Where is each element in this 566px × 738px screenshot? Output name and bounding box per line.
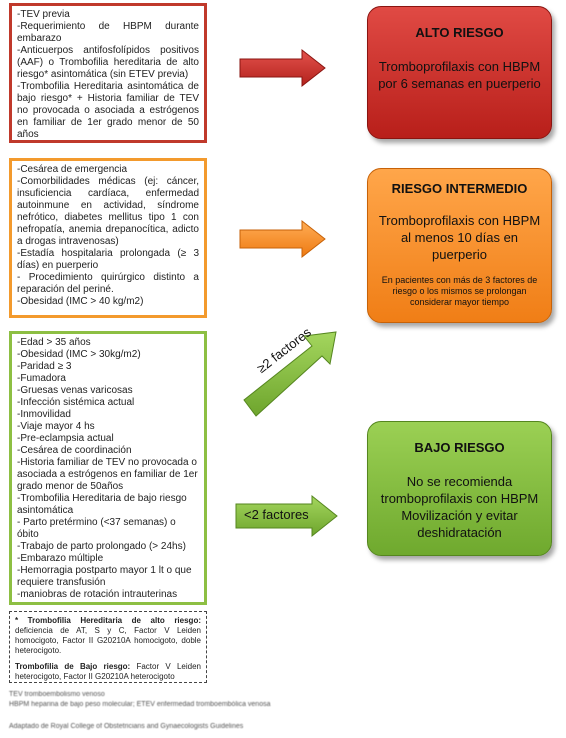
criteria-item: -Comorbilidades médicas (ej: cáncer, ins… <box>17 176 199 247</box>
thrombophilia-footnote-box: * Trombofilia Hereditaria de alto riesgo… <box>9 611 207 683</box>
factor-item: -Obesidad (IMC > 30kg/m2) <box>17 349 141 360</box>
footer-abbrev-1: TEV tromboembolismo venoso <box>9 691 105 698</box>
factor-item: -Hemorragia postparto mayor 1 lt o que r… <box>17 565 192 588</box>
footer-source: Adaptado de Royal College of Obstetricia… <box>9 723 244 730</box>
factor-item: -Gruesas venas varicosas <box>17 385 133 396</box>
criteria-item: -Trombofilia Hereditaria asintomática de… <box>17 81 199 140</box>
high-risk-recommendation: Tromboprofilaxis con HBPM por 6 semanas … <box>378 59 541 91</box>
high-risk-title: ALTO RIESGO <box>415 25 504 40</box>
arrow-high <box>239 48 326 88</box>
factor-item: -Cesárea de coordinación <box>17 445 132 456</box>
intermediate-risk-title: RIESGO INTERMEDIO <box>391 181 528 196</box>
intermediate-risk-note: En pacientes con más de 3 factores de ri… <box>381 275 538 307</box>
low-risk-factors-box: -Edad > 35 años -Obesidad (IMC > 30kg/m2… <box>9 331 207 605</box>
high-thrombophilia-note: * Trombofilia Hereditaria de alto riesgo… <box>15 616 201 656</box>
factor-item: -maniobras de rotación intrauterinas <box>17 589 178 600</box>
arrow-lt2-factors <box>235 494 338 538</box>
criteria-item: -Cesárea de emergencia <box>17 164 128 175</box>
factor-item: -Paridad ≥ 3 <box>17 361 72 372</box>
note-label: * Trombofilia Hereditaria de alto riesgo… <box>15 616 201 625</box>
factor-item: -Viaje mayor 4 hs <box>17 421 95 432</box>
note-label: Trombofilia de Bajo riesgo: <box>15 662 131 671</box>
note-text: Factor V Leiden heterocigoto, Factor II … <box>15 662 202 681</box>
intermediate-risk-criteria-box: -Cesárea de emergencia -Comorbilidades m… <box>9 158 207 318</box>
high-risk-box: ALTO RIESGO Tromboprofilaxis con HBPM po… <box>367 6 552 139</box>
lt2-factors-label: <2 factores <box>244 507 309 522</box>
low-risk-recommendation: No se recomienda tromboprofilaxis con HB… <box>380 474 539 540</box>
factor-item: -Embarazo múltiple <box>17 553 104 564</box>
factor-item: -Fumadora <box>17 373 66 384</box>
low-risk-title: BAJO RIESGO <box>414 440 505 455</box>
low-thrombophilia-note: Trombofilia de Bajo riesgo: Factor V Lei… <box>15 662 201 682</box>
note-text: deficiencia de AT, S y C, Factor V Leide… <box>15 626 201 655</box>
footer-abbrev-2: HBPM heparina de bajo peso molecular; ET… <box>9 701 271 708</box>
criteria-item: -Estadía hospitalaria prolongada (≥ 3 dí… <box>17 248 199 271</box>
factor-item: -Inmovilidad <box>17 409 71 420</box>
criteria-item: -TEV previa <box>17 9 70 20</box>
factor-item: -Infección sistémica actual <box>17 397 135 408</box>
factor-item: -Historia familiar de TEV no provocada o… <box>17 457 198 492</box>
criteria-item: -Obesidad (IMC > 40 kg/m2) <box>17 296 144 307</box>
criteria-item: -Anticuerpos antifosfolípidos positivos … <box>17 45 199 80</box>
factor-item: -Trabajo de parto prolongado (> 24hs) <box>17 541 186 552</box>
factor-item: - Parto pretérmino (<37 semanas) o óbito <box>17 517 176 540</box>
arrow-ge2-factors <box>243 331 337 417</box>
arrow-intermediate <box>239 219 326 259</box>
factor-item: -Trombofilia Hereditaria de bajo riesgo … <box>17 493 187 516</box>
low-risk-box: BAJO RIESGO No se recomienda tromboprofi… <box>367 421 552 556</box>
criteria-item: - Procedimiento quirúrgico distinto a re… <box>17 272 199 295</box>
factor-item: -Pre-eclampsia actual <box>17 433 114 444</box>
factor-item: -Edad > 35 años <box>17 337 91 348</box>
criteria-item: -Requerimiento de HBPM durante embarazo <box>17 21 199 44</box>
high-risk-criteria-box: -TEV previa -Requerimiento de HBPM duran… <box>9 3 207 143</box>
intermediate-risk-box: RIESGO INTERMEDIO Tromboprofilaxis con H… <box>367 168 552 323</box>
intermediate-risk-recommendation: Tromboprofilaxis con HBPM al menos 10 dí… <box>378 213 541 262</box>
